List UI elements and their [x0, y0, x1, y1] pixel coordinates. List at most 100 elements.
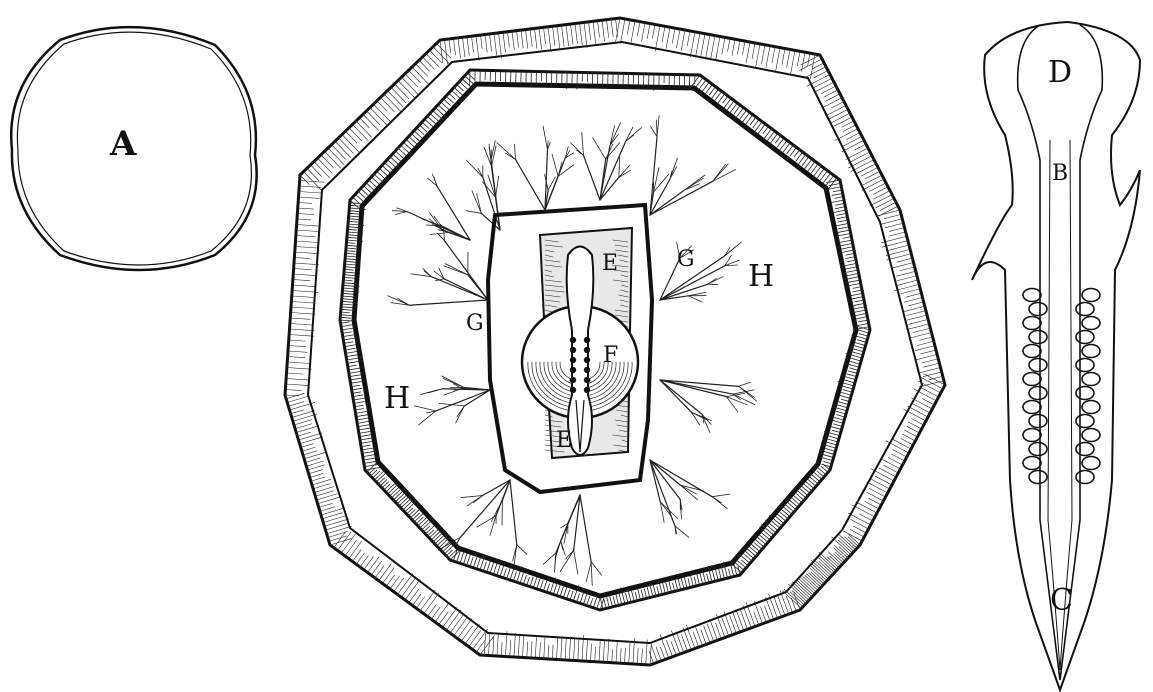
hatch-stroke: [879, 468, 896, 477]
hatch-stroke: [298, 208, 314, 209]
hatch-stroke: [449, 39, 451, 53]
hatch-stroke: [690, 575, 693, 587]
vessel-twig: [651, 126, 657, 136]
hatch-stroke: [295, 247, 317, 248]
hatch-stroke: [513, 572, 516, 581]
hatch-stroke: [754, 611, 759, 625]
hatch-stroke: [766, 597, 774, 619]
hatch-stroke: [319, 503, 332, 507]
hatch-stroke: [314, 162, 330, 178]
hatch-stroke: [297, 214, 313, 215]
vessel-twig: [713, 164, 729, 181]
vessel-twig: [491, 500, 502, 521]
vessel-branch: [510, 480, 517, 545]
hatch-stroke: [469, 631, 481, 647]
hatch-stroke: [307, 168, 319, 180]
hatch-stroke: [544, 27, 546, 43]
hatch-stroke: [876, 198, 894, 207]
hatch-stroke: [733, 613, 740, 632]
hatch-stroke: [775, 516, 784, 523]
hatch-stroke: [557, 638, 558, 659]
hatch-stroke: [435, 604, 448, 622]
hatch-stroke: [449, 93, 456, 99]
hatch-stroke: [302, 447, 315, 451]
hatch-stroke: [616, 642, 617, 663]
hatch-stroke: [359, 435, 372, 437]
hatch-stroke: [807, 74, 830, 86]
vessel-twig: [708, 277, 723, 285]
hatch-stroke: [862, 175, 882, 185]
hatch-stroke: [848, 371, 857, 374]
hatch-stroke: [874, 191, 890, 200]
vessel-twig: [543, 553, 556, 565]
hatch-stroke: [294, 269, 311, 270]
hatch-stroke: [834, 117, 852, 126]
hatch-stroke: [290, 318, 310, 319]
figure-a: A: [11, 27, 256, 270]
vessel-twig: [560, 550, 574, 571]
vessel-twig: [445, 264, 468, 275]
hatch-stroke: [426, 54, 439, 68]
hatch-stroke: [705, 35, 710, 59]
hatch-stroke: [349, 374, 362, 376]
hatch-stroke: [401, 577, 416, 597]
hatch-stroke: [454, 38, 456, 55]
hatch-stroke: [632, 591, 635, 601]
hatch-stroke: [852, 348, 863, 351]
hatch-stroke: [743, 549, 754, 559]
hatch-stroke: [842, 140, 864, 151]
hatch-stroke: [295, 252, 319, 254]
hatch-stroke: [537, 578, 541, 589]
hatch-stroke: [775, 48, 780, 72]
hatch-stroke: [291, 307, 315, 309]
vessel-twig: [466, 211, 481, 214]
hatch-stroke: [547, 584, 550, 592]
hatch-stroke: [604, 598, 607, 608]
hatch-stroke: [650, 584, 653, 597]
hatch-stroke: [398, 574, 413, 595]
hatch-stroke: [349, 128, 362, 141]
hatch-stroke: [851, 520, 869, 529]
hatch-stroke: [638, 588, 641, 599]
hatch-stroke: [846, 257, 856, 259]
hatch-stroke: [521, 30, 523, 48]
hatch-stroke: [819, 555, 836, 571]
vessel-twig: [442, 376, 464, 387]
hatch-stroke: [320, 507, 335, 511]
hatch-stroke: [846, 273, 859, 276]
label-e-top: E: [602, 251, 618, 276]
hatch-stroke: [886, 441, 909, 453]
hatch-stroke: [346, 351, 357, 353]
vessel-twig: [684, 175, 705, 190]
hatch-stroke: [835, 408, 847, 411]
hatch-stroke: [318, 158, 332, 173]
hatch-stroke: [814, 82, 834, 92]
hatch-stroke: [293, 414, 317, 421]
hatch-stroke: [342, 293, 354, 294]
hatch-stroke: [681, 30, 685, 51]
hatch-stroke: [870, 195, 892, 206]
hatch-stroke: [907, 426, 920, 433]
hatch-stroke: [901, 289, 920, 294]
hatch-stroke: [716, 37, 720, 60]
hatch-stroke: [299, 192, 323, 194]
hatch-stroke: [584, 22, 587, 47]
somite: [570, 357, 576, 363]
hatch-stroke: [570, 591, 573, 600]
hatch-stroke: [701, 82, 709, 93]
hatch-stroke: [446, 96, 453, 103]
label-h-right: H: [748, 259, 774, 294]
hatch-stroke: [506, 631, 507, 656]
hatch-stroke: [450, 615, 463, 633]
hatch-stroke: [710, 619, 718, 640]
hatch-stroke: [854, 303, 865, 305]
hatch-stroke: [688, 579, 690, 588]
hatch-stroke: [382, 165, 393, 175]
vessel-twig: [548, 177, 555, 190]
hatch-stroke: [288, 346, 305, 347]
label-g-left: G: [466, 311, 484, 336]
hatch-stroke: [833, 424, 842, 427]
hatch-stroke: [294, 263, 319, 265]
hatch-stroke: [642, 23, 645, 41]
hatch-stroke: [821, 457, 833, 460]
